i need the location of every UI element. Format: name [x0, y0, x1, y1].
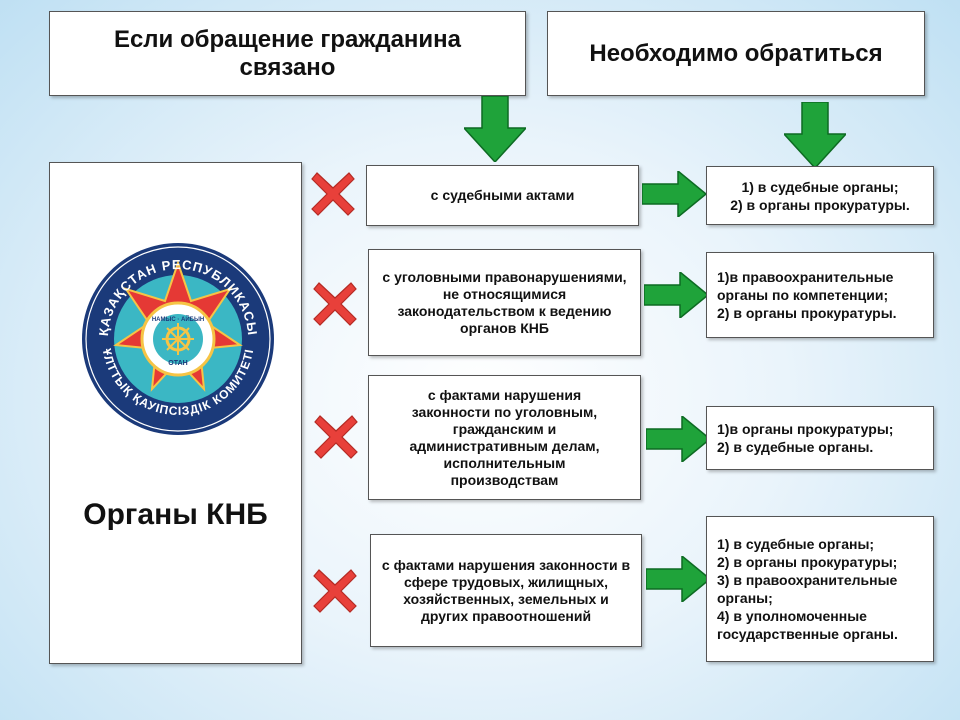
answer-text: 1)в органы прокуратуры; 2) в судебные ор… [717, 421, 894, 455]
cross-icon [314, 415, 358, 459]
answer-box: 1) в судебные органы; 2) в органы прокур… [706, 166, 934, 225]
condition-text: с судебными актами [430, 187, 575, 203]
cross-icon [313, 282, 357, 326]
condition-box: с фактами нарушения законности по уголов… [368, 375, 641, 500]
answer-box: 1) в судебные органы; 2) в органы прокур… [706, 516, 934, 662]
down-arrow-icon [784, 102, 846, 168]
knb-title: Органы КНБ [83, 498, 268, 531]
answer-text: 1)в правоохранительные органы по компете… [717, 269, 897, 321]
condition-text: с уголовными правонарушениями, не относя… [382, 268, 627, 336]
condition-box: с уголовными правонарушениями, не относя… [368, 249, 641, 356]
answer-text: 1) в судебные органы; 2) в органы прокур… [717, 536, 898, 642]
condition-box: с судебными актами [366, 165, 639, 226]
header-condition: Если обращение гражданина связано [49, 11, 526, 96]
right-arrow-icon [644, 272, 708, 318]
condition-box: с фактами нарушения законности в сфере т… [370, 534, 642, 647]
cross-icon [313, 569, 357, 613]
knb-panel: ҚАЗАҚСТАН РЕСПУБЛИКАСЫ ҰЛТТЫҚ ҚАУІПСІЗДІ… [49, 162, 302, 664]
right-arrow-icon [646, 556, 710, 602]
right-arrow-icon [642, 171, 706, 217]
condition-text: с фактами нарушения законности по уголов… [409, 386, 600, 488]
answer-box: 1)в органы прокуратуры; 2) в судебные ор… [706, 406, 934, 470]
header-condition-text: Если обращение гражданина связано [113, 25, 462, 81]
emblem-inner-top-text: НАМЫС · АЙБЫН [152, 315, 204, 323]
header-action-text: Необходимо обратиться [589, 39, 883, 67]
condition-text: с фактами нарушения законности в сфере т… [381, 556, 631, 624]
answer-box: 1)в правоохранительные органы по компете… [706, 252, 934, 338]
emblem-inner-text: ОТАН [168, 360, 187, 367]
right-arrow-icon [646, 416, 710, 462]
answer-text: 1) в судебные органы; 2) в органы прокур… [730, 178, 910, 213]
cross-icon [311, 172, 355, 216]
down-arrow-icon [464, 96, 526, 162]
knb-emblem-icon: ҚАЗАҚСТАН РЕСПУБЛИКАСЫ ҰЛТТЫҚ ҚАУІПСІЗДІ… [82, 243, 274, 435]
header-action: Необходимо обратиться [547, 11, 925, 96]
